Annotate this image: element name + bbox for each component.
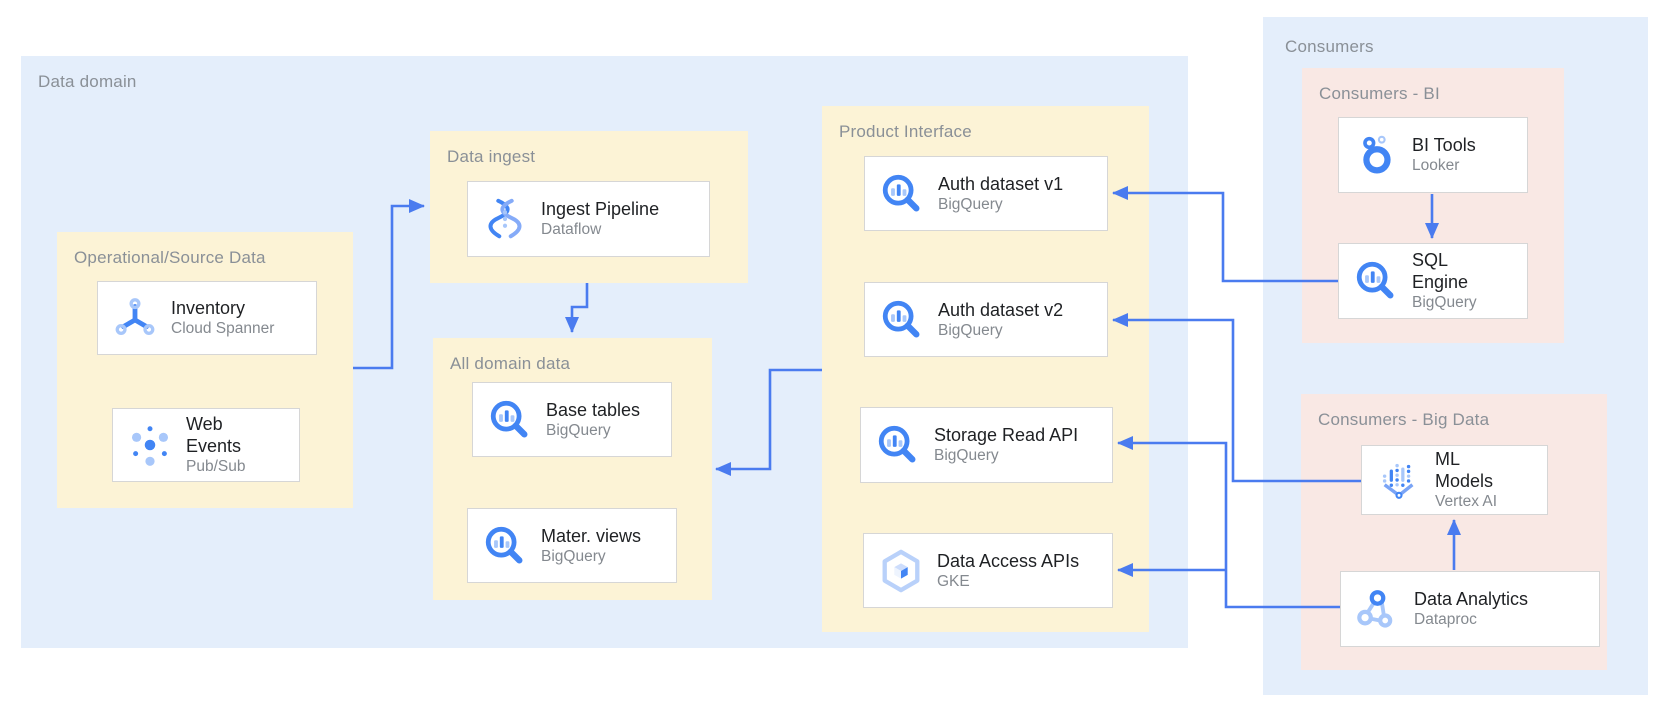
consumers-bi-label: Consumers - BI	[1319, 84, 1440, 103]
node-subtitle: Dataflow	[541, 221, 602, 238]
product-interface-label: Product Interface	[839, 122, 972, 141]
node-subtitle: BigQuery	[546, 421, 611, 439]
node-web-events: Web Events Pub/Sub	[112, 408, 300, 482]
node-subtitle: Looker	[1412, 157, 1460, 174]
operational-source-data-label: Operational/Source Data	[74, 248, 266, 267]
node-title: Inventory	[171, 298, 246, 318]
bigquery-icon	[1353, 258, 1399, 304]
vertex-ai-icon	[1376, 457, 1422, 503]
node-sql-engine: SQL Engine BigQuery	[1338, 243, 1528, 319]
node-title: Auth dataset v1	[938, 173, 1064, 194]
node-subtitle: BigQuery	[541, 547, 606, 565]
node-subtitle: BigQuery	[1412, 294, 1477, 311]
all-domain-data-label: All domain data	[450, 354, 571, 373]
looker-icon	[1353, 132, 1399, 178]
group-data-ingest: Data ingest Ingest Pipeline Dataflow	[430, 131, 748, 283]
node-title: Base tables	[546, 399, 641, 420]
bigquery-icon	[879, 297, 925, 343]
node-mater-views: Mater. views BigQuery	[467, 508, 677, 583]
node-subtitle: Dataproc	[1414, 611, 1477, 628]
dataproc-icon	[1355, 586, 1401, 632]
node-subtitle: Vertex AI	[1435, 493, 1498, 510]
node-subtitle: GKE	[937, 572, 970, 590]
node-title: SQL Engine	[1412, 250, 1469, 292]
node-ml-models: ML Models Vertex AI	[1361, 445, 1548, 515]
bigquery-icon	[482, 523, 528, 569]
group-operational-source-data: Operational/Source Data Inventory Cloud …	[57, 232, 353, 508]
node-title: Mater. views	[541, 525, 642, 546]
node-title: Data Access APIs	[937, 550, 1080, 571]
group-consumers-big-data: Consumers - Big Data ML Models Vertex AI…	[1301, 394, 1607, 670]
node-title: ML Models	[1435, 449, 1494, 491]
data-ingest-label: Data ingest	[447, 147, 536, 166]
node-inventory: Inventory Cloud Spanner	[97, 281, 317, 355]
data-domain-label: Data domain	[38, 72, 137, 91]
node-auth-dataset-v2: Auth dataset v2 BigQuery	[864, 282, 1108, 357]
bigquery-icon	[879, 171, 925, 217]
node-title: Web Events	[186, 414, 242, 456]
node-data-access-apis: Data Access APIs GKE	[863, 533, 1113, 608]
node-subtitle: BigQuery	[938, 195, 1003, 213]
node-auth-dataset-v1: Auth dataset v1 BigQuery	[864, 156, 1108, 231]
node-title: Auth dataset v2	[938, 299, 1064, 320]
node-title: BI Tools	[1412, 135, 1476, 155]
node-ingest-pipeline: Ingest Pipeline Dataflow	[467, 181, 710, 257]
node-subtitle: Cloud Spanner	[171, 320, 275, 337]
dataflow-icon	[482, 196, 528, 242]
group-all-domain-data: All domain data Base tables BigQuery Mat…	[433, 338, 712, 600]
group-consumers-bi: Consumers - BI BI Tools Looker SQL Engin…	[1302, 68, 1564, 343]
node-subtitle: BigQuery	[938, 321, 1003, 339]
gke-icon	[878, 548, 924, 594]
data-domain-container: Data domain Operational/Source Data Inve…	[21, 56, 1188, 648]
consumers-label: Consumers	[1285, 37, 1374, 56]
bigquery-icon	[875, 422, 921, 468]
node-storage-read-api: Storage Read API BigQuery	[860, 407, 1113, 483]
consumers-container: Consumers Consumers - BI BI Tools Looker…	[1263, 17, 1648, 695]
group-product-interface: Product Interface Auth dataset v1 BigQue…	[822, 106, 1149, 632]
cloud-spanner-icon	[112, 295, 158, 341]
bigquery-icon	[487, 397, 533, 443]
consumers-big-data-label: Consumers - Big Data	[1318, 410, 1490, 429]
node-title: Data Analytics	[1414, 589, 1529, 609]
node-data-analytics: Data Analytics Dataproc	[1340, 571, 1600, 647]
node-title: Storage Read API	[934, 425, 1079, 445]
pubsub-icon	[127, 422, 173, 468]
node-base-tables: Base tables BigQuery	[472, 382, 672, 457]
node-bi-tools: BI Tools Looker	[1338, 117, 1528, 193]
node-subtitle: BigQuery	[934, 447, 999, 464]
node-subtitle: Pub/Sub	[186, 458, 246, 475]
node-title: Ingest Pipeline	[541, 199, 660, 219]
